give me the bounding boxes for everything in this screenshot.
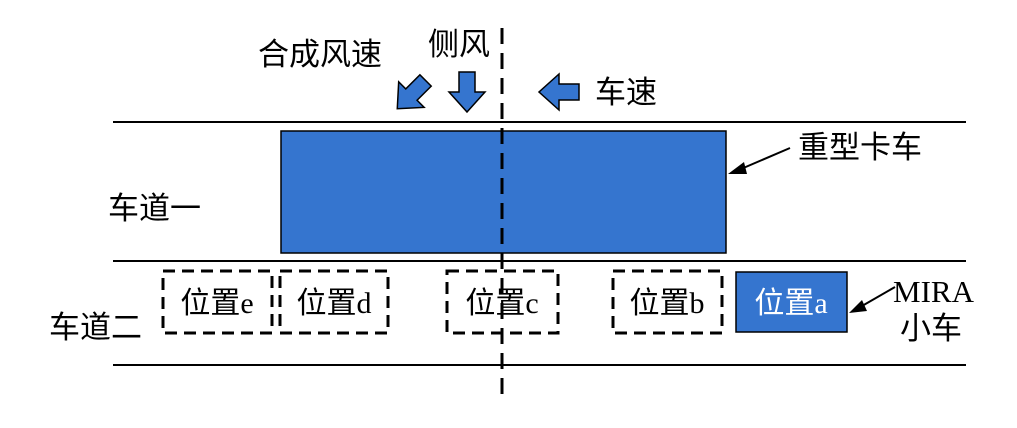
position-e-label: 位置e (180, 287, 253, 320)
crosswind-arrow (447, 71, 487, 114)
position-d-box (278, 269, 390, 335)
position-d-label: 位置d (297, 287, 372, 320)
mira-label-line1: MIRA (893, 274, 975, 309)
position-b-label: 位置b (630, 287, 705, 320)
truck-pointer-head (728, 162, 747, 174)
heavy-truck-label: 重型卡车 (798, 130, 922, 165)
resultant-wind-arrow (396, 73, 433, 110)
resultant-wind-label: 合成风速 (258, 37, 382, 72)
position-c-label: 位置c (465, 287, 538, 320)
position-a-label: 位置a (754, 287, 827, 320)
vehicle-speed-arrow (537, 72, 580, 112)
lane-two-label: 车道二 (49, 310, 142, 345)
crosswind-label: 侧风 (428, 27, 490, 62)
mira-label-line2: 小车 (900, 311, 962, 346)
truck-pointer-line (740, 147, 791, 170)
vehicle-speed-label: 车速 (595, 75, 657, 110)
mira-pointer-line (861, 286, 896, 307)
lane-one-label: 车道一 (108, 191, 201, 226)
position-b-box (611, 269, 724, 335)
mira-pointer-head (849, 300, 867, 313)
position-a-box (735, 271, 848, 333)
position-e-box (161, 269, 274, 335)
